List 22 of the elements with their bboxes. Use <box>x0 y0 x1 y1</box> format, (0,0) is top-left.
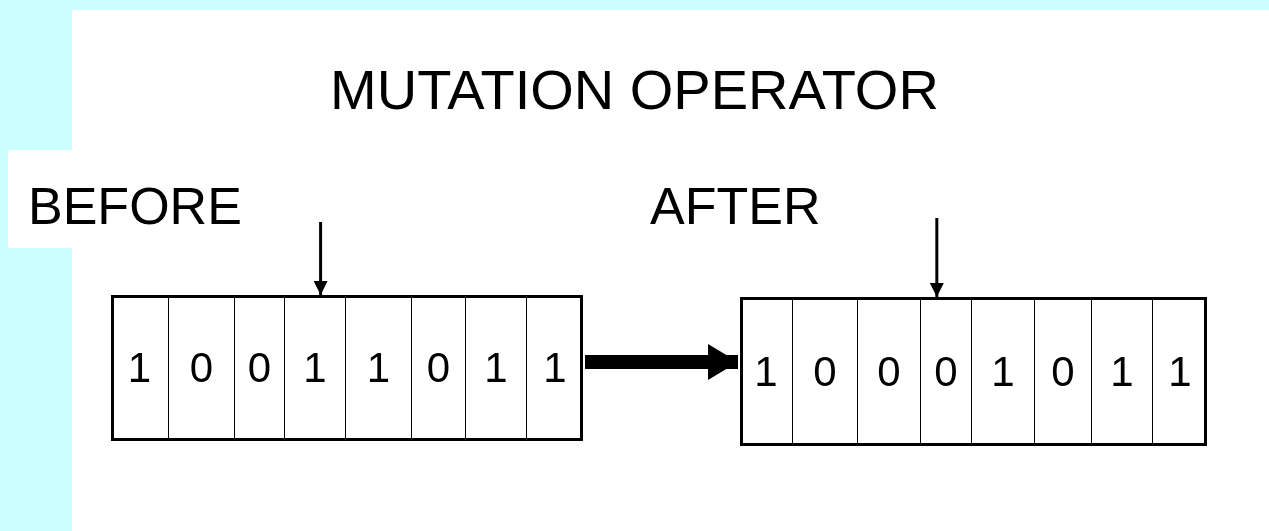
bit-cell: 1 <box>740 300 792 443</box>
bit-cell: 0 <box>1034 300 1091 443</box>
bit-cell: 1 <box>526 298 583 438</box>
bit-cell: 1 <box>345 298 411 438</box>
arrow <box>929 218 944 297</box>
bit-cell: 1 <box>1091 300 1152 443</box>
bit-cell: 1 <box>284 298 345 438</box>
bit-cell: 0 <box>168 298 234 438</box>
arrow <box>585 344 738 380</box>
bit-cell: 0 <box>857 300 920 443</box>
array-heading: AFTER <box>650 180 821 232</box>
arrow <box>313 222 328 295</box>
array-heading: BEFORE <box>28 180 242 232</box>
bit-cell: 0 <box>920 300 971 443</box>
diagram-title: MUTATION OPERATOR <box>329 62 940 118</box>
bit-cell: 1 <box>111 298 168 438</box>
bit-cell: 1 <box>1152 300 1207 443</box>
bit-cell: 0 <box>411 298 465 438</box>
bit-cell: 0 <box>234 298 284 438</box>
bit-cell: 0 <box>792 300 857 443</box>
bit-cell: 1 <box>971 300 1034 443</box>
bit-cell: 1 <box>465 298 526 438</box>
